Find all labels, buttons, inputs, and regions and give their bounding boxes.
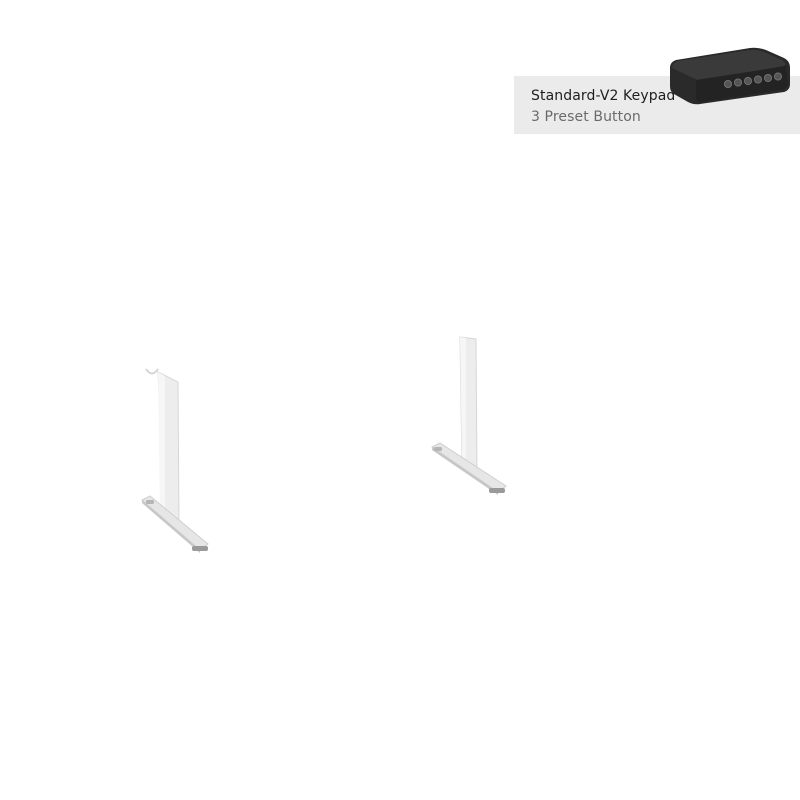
left-leg <box>141 368 209 553</box>
keypad-image <box>670 47 790 105</box>
product-subtitle: 3 Preset Button <box>531 109 641 125</box>
keypad-buttons <box>724 72 783 89</box>
product-title: Standard-V2 Keypad <box>531 88 676 104</box>
right-leg <box>431 336 507 495</box>
